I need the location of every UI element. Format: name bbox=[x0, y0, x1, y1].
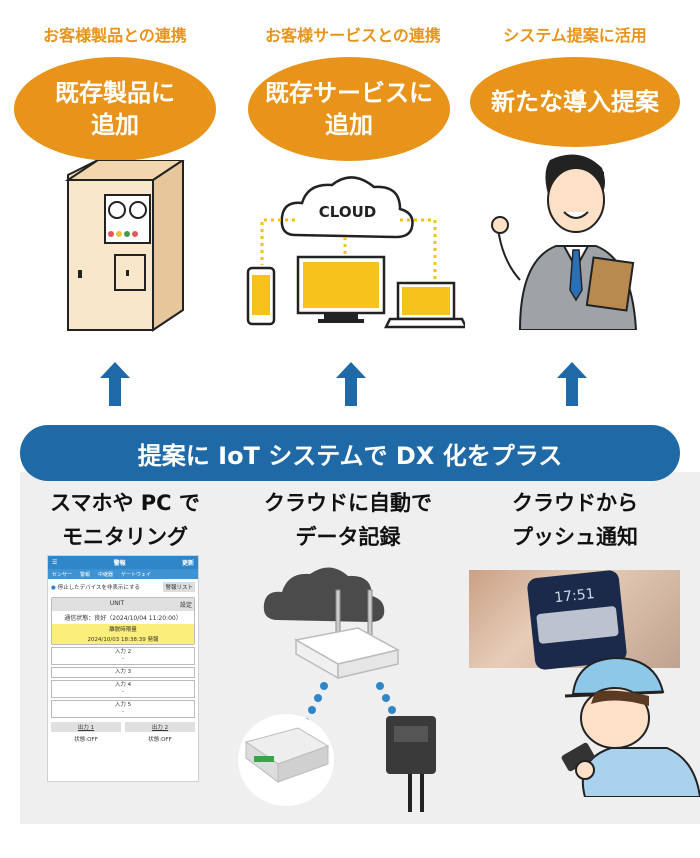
comm-status: 通信状態：良好（2024/10/04 11:20:00） bbox=[64, 615, 182, 622]
alarm-title: 離脱時限量 bbox=[52, 624, 194, 634]
tab-relay[interactable]: 中継器 bbox=[98, 571, 114, 578]
phone-clock: 17:51 bbox=[553, 586, 596, 607]
caption-existing-product: お客様製品との連携 bbox=[43, 26, 187, 45]
control-cabinet-illustration bbox=[64, 160, 185, 332]
oval-existing-service: 既存サービスに 追加 bbox=[248, 57, 450, 161]
worker-with-phone-illustration bbox=[561, 656, 700, 797]
cloud-devices-illustration bbox=[246, 176, 465, 329]
output-2-button[interactable]: 出力 2 bbox=[125, 722, 195, 732]
output-buttons: 出力 1 出力 2 bbox=[48, 720, 198, 734]
alarm-list-button[interactable]: 警報リスト bbox=[163, 582, 195, 592]
tab-sensor[interactable]: センサー bbox=[52, 571, 73, 578]
input-item: 入力 5- bbox=[51, 700, 195, 718]
push-notification-photo: 17:51 bbox=[469, 569, 680, 671]
dx-banner: 提案に IoT システムで DX 化をプラス bbox=[20, 425, 680, 481]
notification-card bbox=[536, 605, 619, 645]
output-1-button[interactable]: 出力 1 bbox=[51, 722, 121, 732]
hide-toggle-row: ● 停止したデバイスを非表示にする 警報リスト bbox=[48, 579, 198, 595]
toggle-icon[interactable]: ● bbox=[51, 585, 56, 591]
unit-card: UNIT 設定 通信状態：良好（2024/10/04 11:20:00） 離脱時… bbox=[51, 597, 195, 645]
input-item: 入力 3 bbox=[51, 667, 195, 678]
refresh-button[interactable]: 更新 bbox=[181, 560, 194, 567]
hide-toggle-label: 停止したデバイスを非表示にする bbox=[57, 585, 140, 591]
caption-system-proposal: システム提案に活用 bbox=[503, 26, 647, 45]
unit-title: UNIT bbox=[109, 600, 125, 607]
app-title: 警報 bbox=[113, 560, 126, 567]
arrow-up-icon bbox=[557, 362, 587, 406]
monitoring-app-screen: ☰ 警報 更新 センサー 警報 中継器 ゲートウェイ ● 停止したデバイスを非表… bbox=[47, 555, 199, 782]
gateway-sensor-illustration bbox=[238, 567, 436, 812]
arrow-up-icon bbox=[336, 362, 366, 406]
cloud-label: CLOUD bbox=[318, 203, 377, 221]
oval-new-proposal: 新たな導入提案 bbox=[470, 57, 680, 147]
tab-alarm[interactable]: 警報 bbox=[80, 571, 91, 578]
unit-settings-button[interactable]: 設定 bbox=[179, 602, 192, 609]
heading-push-notify: クラウドから プッシュ通知 bbox=[512, 491, 638, 549]
app-tabs: センサー 警報 中継器 ゲートウェイ bbox=[48, 569, 198, 579]
app-header: ☰ 警報 更新 bbox=[48, 556, 198, 569]
caption-existing-service: お客様サービスとの連携 bbox=[265, 26, 441, 45]
input-item: 入力 2- bbox=[51, 647, 195, 665]
alarm-time: 2024/10/03 18:38:39 発報 bbox=[52, 634, 194, 644]
input-item: 入力 4- bbox=[51, 680, 195, 698]
heading-monitoring: スマホや PC で モニタリング bbox=[50, 491, 200, 549]
heading-cloud-record: クラウドに自動で データ記録 bbox=[264, 491, 432, 549]
arrow-up-icon bbox=[100, 362, 130, 406]
tab-gateway[interactable]: ゲートウェイ bbox=[121, 571, 152, 578]
menu-icon[interactable]: ☰ bbox=[52, 559, 58, 566]
businessman-illustration bbox=[491, 154, 638, 330]
oval-existing-product: 既存製品に 追加 bbox=[14, 57, 216, 161]
